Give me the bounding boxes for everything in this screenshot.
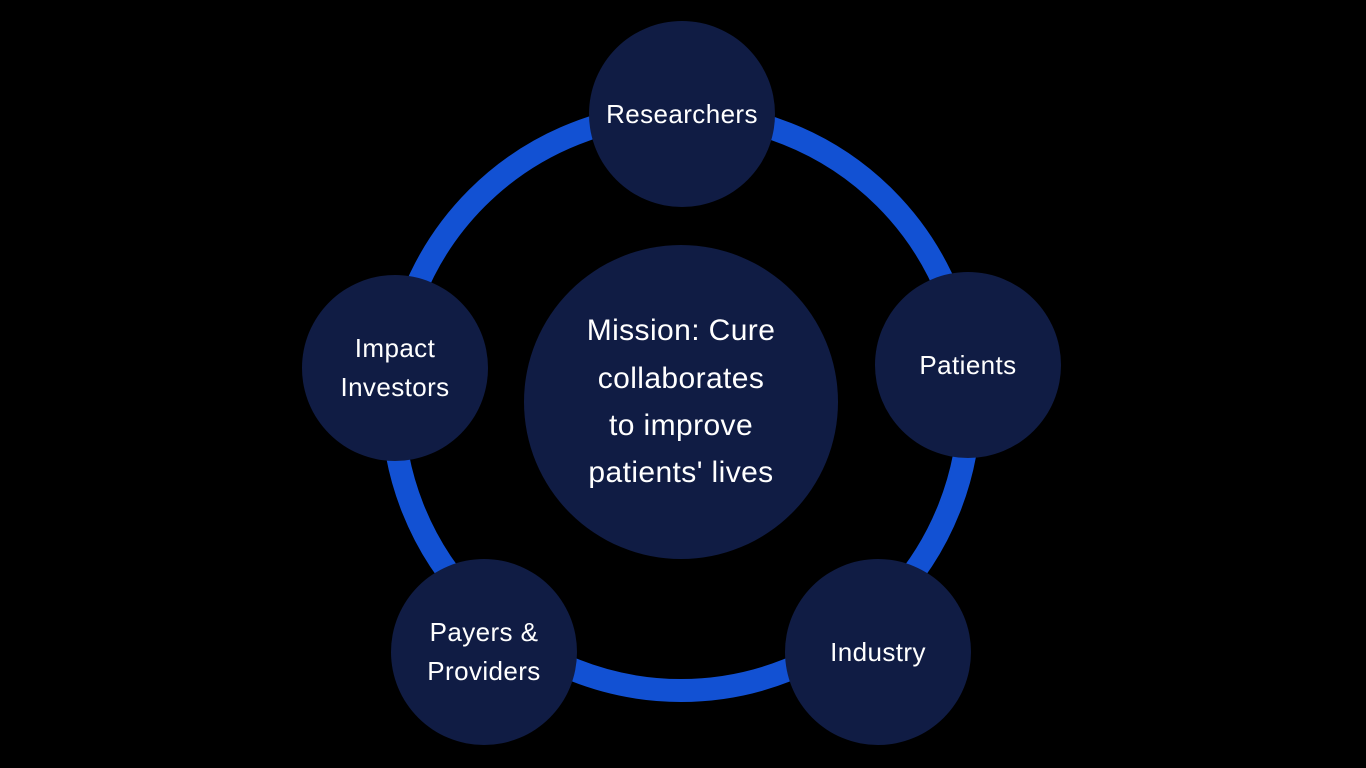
node-patients: Patients — [875, 272, 1061, 458]
center-node-label: Mission: Cure collaborates to improve pa… — [586, 314, 776, 490]
node-impact-investors: Impact Investors — [302, 275, 488, 461]
node-payers-providers: Payers & Providers — [391, 559, 577, 745]
node-patients-label: Patients — [919, 349, 1017, 380]
node-payers-providers-label: Payers & Providers — [427, 617, 541, 686]
node-industry: Industry — [785, 559, 971, 745]
node-researchers-label: Researchers — [606, 98, 758, 129]
node-industry-label: Industry — [830, 636, 926, 667]
node-impact-investors-label: Impact Investors — [340, 333, 450, 402]
node-researchers: Researchers — [589, 21, 775, 207]
center-node-mission: Mission: Cure collaborates to improve pa… — [524, 245, 838, 559]
